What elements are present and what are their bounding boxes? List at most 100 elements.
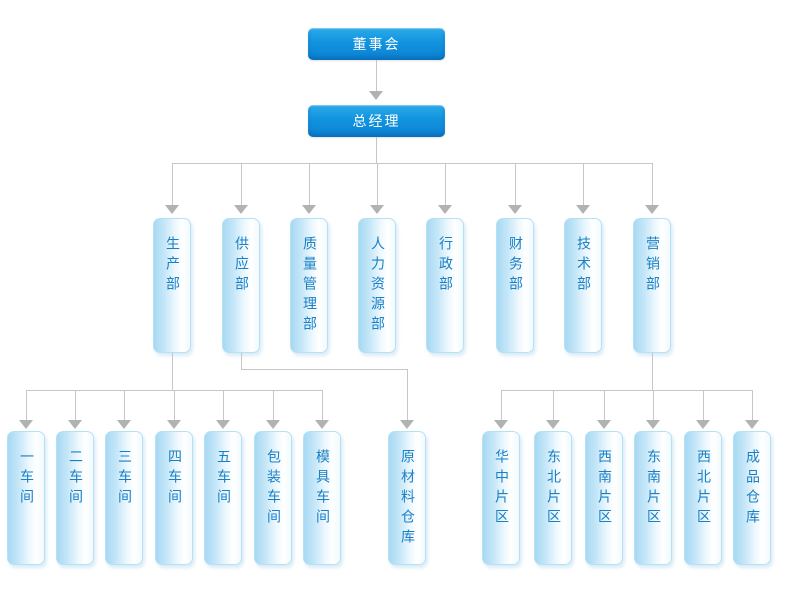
node-dept-tech[interactable]: 技术部 [564, 218, 602, 353]
node-workshop-5[interactable]: 五车间 [204, 431, 242, 565]
node-finished-goods-warehouse[interactable]: 成品仓库 [733, 431, 771, 565]
node-workshop-label: 五车间 [215, 449, 231, 509]
connector-arrow-workshop [19, 420, 33, 429]
node-region-southwest[interactable]: 西南片区 [585, 431, 623, 565]
node-dept-label: 技术部 [575, 236, 591, 296]
connector-line-production-feed [172, 353, 173, 390]
connector-line-dept [172, 163, 173, 205]
node-workshop-label: 模具车间 [314, 449, 330, 529]
node-dept-marketing[interactable]: 营销部 [633, 218, 671, 353]
connector-bus-departments [172, 163, 653, 164]
node-workshop-mold[interactable]: 模具车间 [303, 431, 341, 565]
connector-line-workshop [75, 390, 76, 420]
node-workshop-label: 包装车间 [265, 449, 281, 529]
node-workshop-1[interactable]: 一车间 [7, 431, 45, 565]
connector-line-region [703, 390, 704, 420]
connector-line-workshop [124, 390, 125, 420]
connector-line-workshop [322, 390, 323, 420]
node-dept-production[interactable]: 生产部 [153, 218, 191, 353]
connector-arrow-warehouse [400, 420, 414, 429]
node-region-northwest[interactable]: 西北片区 [684, 431, 722, 565]
node-warehouse-label: 原材料仓库 [399, 449, 415, 549]
connector-line-region [752, 390, 753, 420]
node-region-label: 东北片区 [545, 449, 561, 529]
connector-line-warehouse [407, 369, 408, 420]
connector-arrow-region [494, 420, 508, 429]
node-region-label: 西北片区 [695, 449, 711, 529]
connector-line-board-gm [376, 60, 377, 91]
node-dept-label: 质量管理部 [301, 236, 317, 336]
node-dept-quality[interactable]: 质量管理部 [290, 218, 328, 353]
node-region-label: 西南片区 [596, 449, 612, 529]
node-warehouse-label: 成品仓库 [744, 449, 760, 529]
node-dept-label: 生产部 [164, 236, 180, 296]
connector-bus-regions [501, 390, 753, 391]
node-raw-material-warehouse[interactable]: 原材料仓库 [388, 431, 426, 565]
node-region-label: 东南片区 [645, 449, 661, 529]
connector-line-marketing-feed [652, 353, 653, 390]
connector-line-dept [377, 163, 378, 205]
node-region-label: 华中片区 [493, 449, 509, 529]
connector-arrow-workshop [167, 420, 181, 429]
node-workshop-packaging[interactable]: 包装车间 [254, 431, 292, 565]
node-board[interactable]: 董事会 [308, 28, 445, 60]
connector-line-dept [241, 163, 242, 205]
connector-arrow-workshop [117, 420, 131, 429]
connector-line-dept [652, 163, 653, 205]
connector-arrow-region [597, 420, 611, 429]
node-dept-finance[interactable]: 财务部 [496, 218, 534, 353]
connector-arrow-dept [165, 205, 179, 214]
connector-arrow-dept [438, 205, 452, 214]
connector-line-region [604, 390, 605, 420]
connector-arrow-region [546, 420, 560, 429]
node-region-central-china[interactable]: 华中片区 [482, 431, 520, 565]
node-dept-hr[interactable]: 人力资源部 [358, 218, 396, 353]
connector-line-region [501, 390, 502, 420]
node-region-northeast[interactable]: 东北片区 [534, 431, 572, 565]
connector-arrow-region [696, 420, 710, 429]
node-dept-supply[interactable]: 供应部 [222, 218, 260, 353]
connector-arrow-gm [369, 91, 383, 100]
node-workshop-label: 二车间 [67, 449, 83, 509]
connector-line-dept [583, 163, 584, 205]
node-workshop-3[interactable]: 三车间 [105, 431, 143, 565]
connector-arrow-dept [576, 205, 590, 214]
node-workshop-label: 四车间 [166, 449, 182, 509]
connector-arrow-workshop [266, 420, 280, 429]
connector-arrow-dept [370, 205, 384, 214]
connector-line-workshop [174, 390, 175, 420]
node-dept-admin[interactable]: 行政部 [426, 218, 464, 353]
connector-arrow-workshop [315, 420, 329, 429]
node-workshop-label: 三车间 [116, 449, 132, 509]
connector-line-region [653, 390, 654, 420]
connector-arrow-region [646, 420, 660, 429]
connector-arrow-workshop [216, 420, 230, 429]
connector-arrow-workshop [68, 420, 82, 429]
node-workshop-label: 一车间 [18, 449, 34, 509]
node-dept-label: 行政部 [437, 236, 453, 296]
connector-elbow-supply [241, 369, 408, 370]
connector-line-workshop [26, 390, 27, 420]
node-general-manager[interactable]: 总经理 [308, 105, 445, 137]
node-dept-label: 财务部 [507, 236, 523, 296]
node-dept-label: 人力资源部 [369, 236, 385, 336]
connector-arrow-dept [234, 205, 248, 214]
node-dept-label: 供应部 [233, 236, 249, 296]
connector-line-gm-feed [376, 137, 377, 163]
node-workshop-4[interactable]: 四车间 [155, 431, 193, 565]
node-dept-label: 营销部 [644, 236, 660, 296]
connector-arrow-dept [302, 205, 316, 214]
connector-arrow-dept [645, 205, 659, 214]
connector-line-dept [515, 163, 516, 205]
node-region-southeast[interactable]: 东南片区 [634, 431, 672, 565]
node-general-manager-label: 总经理 [352, 114, 401, 130]
node-workshop-2[interactable]: 二车间 [56, 431, 94, 565]
connector-line-dept [445, 163, 446, 205]
connector-line-supply-feed [241, 353, 242, 369]
connector-arrow-region [745, 420, 759, 429]
node-board-label: 董事会 [352, 37, 401, 53]
connector-line-dept [309, 163, 310, 205]
connector-line-region [553, 390, 554, 420]
connector-line-workshop [223, 390, 224, 420]
